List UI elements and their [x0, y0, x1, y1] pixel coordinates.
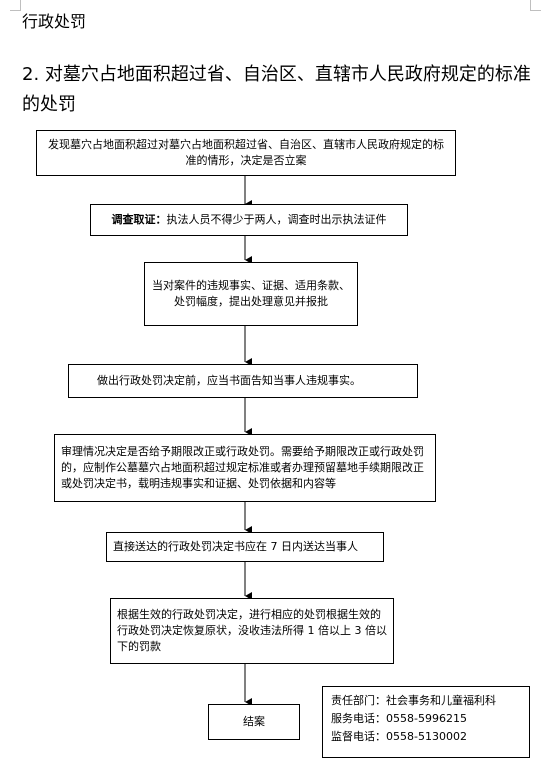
flow-step-investigation: 调查取证：执法人员不得少于两人，调查时出示执法证件: [90, 204, 408, 236]
service-phone: 服务电话：0558-5996215: [331, 712, 467, 725]
flow-step-notify: 做出行政处罚决定前，应当书面告知当事人违规事实。: [68, 364, 418, 398]
flow-step-close-case: 结案: [208, 704, 300, 740]
corner-mark-top-right: [530, 0, 541, 11]
contact-info-box: 责任部门：社会事务和儿童福利科 服务电话：0558-5996215 监督电话：0…: [322, 686, 530, 758]
flow-step-decide: 审理情况决定是否给予期限改正或行政处罚。需要给予期限改正或行政处罚的，应制作公墓…: [54, 434, 436, 502]
section-heading: 2. 对墓穴占地面积超过省、自治区、直辖市人民政府规定的标准的处罚: [22, 64, 531, 115]
flow-step-propose: 当对案件的违规事实、证据、适用条款、处罚幅度，提出处理意见并报批: [144, 262, 358, 326]
supervision-phone: 监督电话：0558-5130002: [331, 730, 467, 743]
corner-mark-top-left: [10, 0, 21, 11]
flow-step-discover: 发现墓穴占地面积超过对墓穴占地面积超过省、自治区、直辖市人民政府规定的标准的情形…: [36, 130, 456, 176]
investigation-label: 调查取证：: [111, 213, 167, 226]
flow-step-execute: 根据生效的行政处罚决定，进行相应的处罚根据生效的行政处罚决定恢复原状，没收违法所…: [110, 598, 394, 664]
page-title: 行政处罚: [22, 12, 87, 31]
investigation-text: 执法人员不得少于两人，调查时出示执法证件: [166, 213, 387, 226]
flow-step-serve: 直接送达的行政处罚决定书应在 7 日内送达当事人: [106, 532, 384, 562]
responsible-department: 责任部门：社会事务和儿童福利科: [331, 694, 496, 707]
